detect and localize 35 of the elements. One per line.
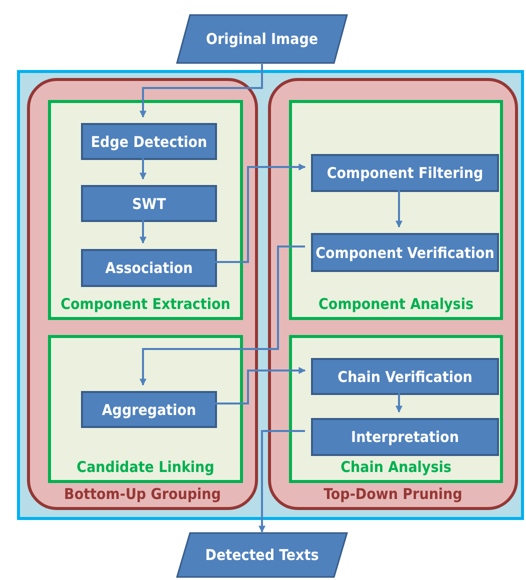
step-label: Association <box>105 259 193 277</box>
module-group <box>289 100 503 320</box>
group-label: Chain Analysis <box>340 458 452 476</box>
input-output-parallelogram <box>176 532 348 578</box>
stage-label: Bottom-Up Grouping <box>64 485 221 503</box>
step-label: Chain Verification <box>338 368 472 386</box>
stage-band <box>268 78 518 510</box>
arrow <box>140 246 305 386</box>
process-box <box>81 123 217 160</box>
input-output-parallelogram <box>176 14 348 64</box>
arrow <box>258 430 305 533</box>
process-box <box>311 233 499 272</box>
process-box <box>81 185 217 222</box>
process-box <box>311 154 499 192</box>
group-label: Candidate Linking <box>76 458 214 476</box>
module-group <box>48 335 243 483</box>
stage-label: Top-Down Pruning <box>324 485 462 503</box>
group-label: Component Extraction <box>60 295 230 313</box>
step-label: Original Image <box>206 30 318 48</box>
step-label: Edge Detection <box>90 132 208 150</box>
module-group <box>48 100 243 320</box>
group-label: Component Analysis <box>318 295 474 313</box>
step-label: Detected Texts <box>205 546 319 564</box>
process-box <box>81 249 217 287</box>
step-label: Component Filtering <box>326 164 484 182</box>
process-box <box>81 391 217 428</box>
stage-band <box>27 78 258 510</box>
arrow <box>140 64 263 118</box>
process-box <box>311 358 499 395</box>
step-label: Aggregation <box>102 400 196 418</box>
step-label: Interpretation <box>351 428 459 446</box>
module-group <box>289 335 503 483</box>
process-box <box>311 418 499 456</box>
step-label: Component Verification <box>316 244 494 262</box>
step-label: SWT <box>132 194 166 212</box>
